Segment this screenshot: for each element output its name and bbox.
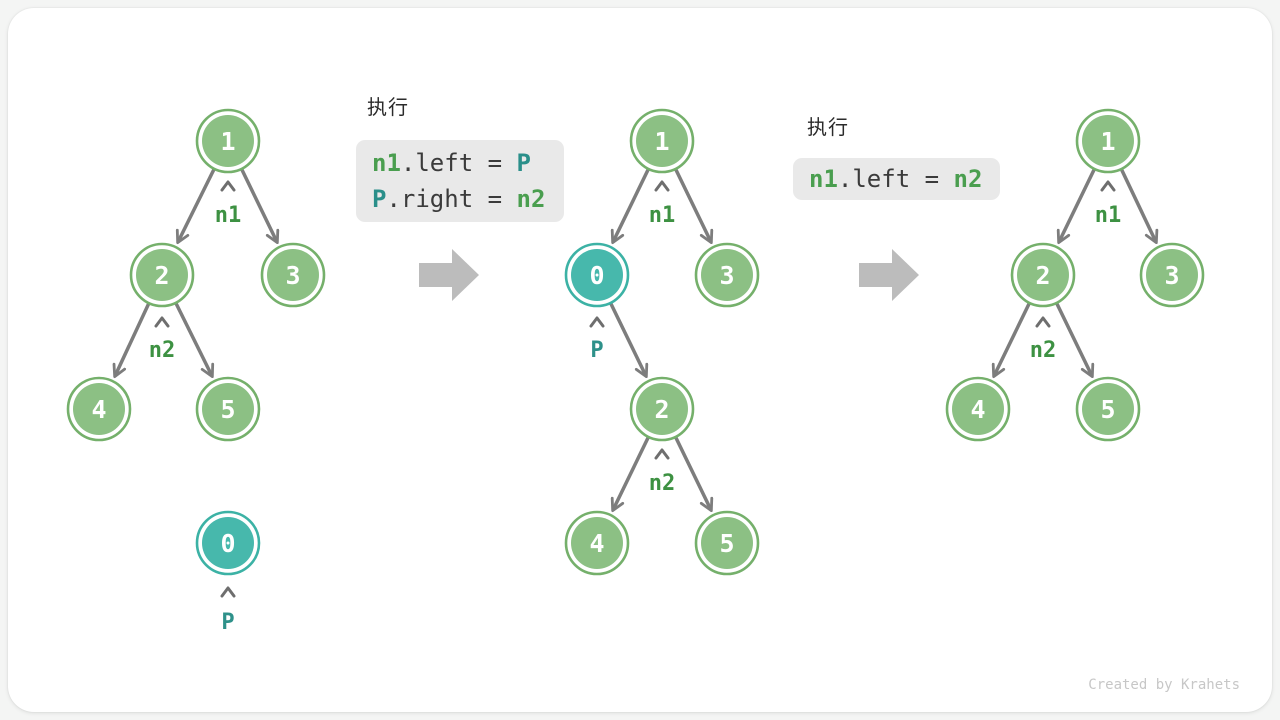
tree-final: 1 2 3 4 5 n1 n2	[945, 108, 1205, 442]
node-fill	[636, 383, 688, 435]
code-token-p: P	[372, 185, 387, 213]
code-line: n1.left = n2	[809, 165, 984, 193]
code-line: P.right = n2	[372, 181, 548, 217]
pointer-label-n2: n2	[149, 338, 176, 363]
node-value: 0	[220, 529, 235, 558]
tree-node-left-left: 4	[945, 376, 1011, 442]
tree-node-right: 3	[260, 242, 326, 308]
node-fill	[202, 115, 254, 167]
pointer-label-p: P	[221, 610, 234, 635]
node-fill	[1146, 249, 1198, 301]
tree-node-left-right: 5	[195, 376, 261, 442]
node-value: 1	[1100, 127, 1115, 156]
code-token-mid: .left =	[837, 165, 954, 193]
pointer-label-p: P	[590, 338, 603, 363]
pointer-caret-p	[220, 586, 236, 598]
tree-intermediate: 1 0 3 2 4 5 n1 P	[564, 108, 760, 576]
code-token-n2: n2	[516, 185, 546, 213]
pointer-label-n1: n1	[649, 203, 676, 228]
node-value: 3	[285, 261, 300, 290]
watermark: Created by Krahets	[1088, 677, 1240, 693]
tree-node-lr-left: 4	[564, 510, 630, 576]
pointer-caret-n2	[154, 316, 170, 328]
node-value: 1	[220, 127, 235, 156]
tree-node-left: 2	[129, 242, 195, 308]
node-fill	[571, 517, 623, 569]
node-value: 2	[654, 395, 669, 424]
tree-node-right: 3	[694, 242, 760, 308]
pointer-caret-p	[589, 316, 605, 328]
code-token-n1: n1	[809, 165, 838, 193]
step-arrow-2	[859, 249, 919, 301]
node-fill	[202, 383, 254, 435]
tree-node-left-right: 5	[1075, 376, 1141, 442]
tree-node-left-left: 4	[66, 376, 132, 442]
node-fill	[1082, 383, 1134, 435]
node-fill	[1017, 249, 1069, 301]
node-value: 5	[220, 395, 235, 424]
code-token-p: P	[516, 149, 531, 177]
node-fill	[952, 383, 1004, 435]
step-arrow-1	[419, 249, 479, 301]
node-fill	[136, 249, 188, 301]
tree-node-left-right: 2	[629, 376, 695, 442]
exec-title-1: 执行	[367, 97, 409, 119]
tree-node-root: 1	[195, 108, 261, 174]
tree-node-right: 3	[1139, 242, 1205, 308]
code-line: n1.left = P	[372, 145, 548, 181]
tree-node-left-p: 0	[564, 242, 630, 308]
pointer-label-n1: n1	[1095, 203, 1122, 228]
node-fill	[571, 249, 623, 301]
code-block-1: n1.left = P P.right = n2	[356, 140, 564, 222]
node-fill	[1082, 115, 1134, 167]
code-token-n2: n2	[953, 165, 983, 193]
pointer-caret-n1	[1100, 180, 1116, 192]
code-block-2: n1.left = n2	[793, 158, 1000, 200]
tree-node-root: 1	[1075, 108, 1141, 174]
node-value: 3	[719, 261, 734, 290]
node-value: 3	[1164, 261, 1179, 290]
pointer-caret-n2	[1035, 316, 1051, 328]
node-value: 4	[91, 395, 106, 424]
node-value: 0	[589, 261, 604, 290]
node-value: 5	[1100, 395, 1115, 424]
node-fill	[701, 249, 753, 301]
tree-node-lr-right: 5	[694, 510, 760, 576]
node-fill	[202, 517, 254, 569]
node-value: 4	[970, 395, 985, 424]
pointer-caret-n1	[220, 180, 236, 192]
pointer-label-n2: n2	[649, 471, 676, 496]
code-token-n1: n1	[372, 149, 401, 177]
node-value: 4	[589, 529, 604, 558]
node-fill	[267, 249, 319, 301]
pointer-label-n1: n1	[215, 203, 242, 228]
node-fill	[701, 517, 753, 569]
code-token-mid: .left =	[400, 149, 517, 177]
pointer-caret-n2	[654, 448, 670, 460]
pointer-label-n2: n2	[1030, 338, 1057, 363]
node-value: 2	[1035, 261, 1050, 290]
pointer-caret-n1	[654, 180, 670, 192]
node-value: 1	[654, 127, 669, 156]
node-fill	[73, 383, 125, 435]
node-value: 2	[154, 261, 169, 290]
code-token-mid: .right =	[386, 185, 517, 213]
tree-node-root: 1	[629, 108, 695, 174]
exec-title-2: 执行	[807, 117, 849, 139]
node-value: 5	[719, 529, 734, 558]
tree-node-left: 2	[1010, 242, 1076, 308]
tree-initial: 1 2 3 4 5 n1 n2 0	[66, 108, 326, 635]
detached-node-p: 0	[195, 510, 261, 576]
node-fill	[636, 115, 688, 167]
